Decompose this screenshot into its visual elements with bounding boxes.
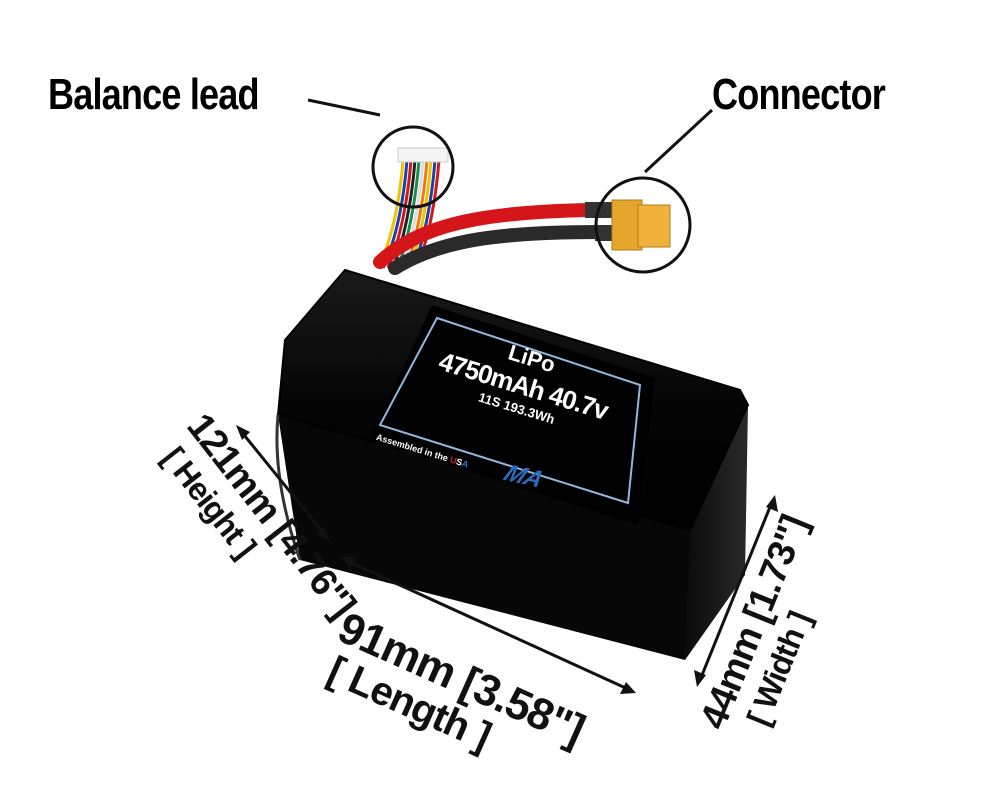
xt-connector: [611, 199, 671, 251]
balance-lead-callout: Balance lead: [48, 70, 260, 119]
height-arrow: [236, 425, 330, 541]
length-arrow: [340, 556, 636, 694]
connector-callout: Connector: [712, 70, 886, 119]
black-power-wire: [388, 225, 607, 275]
connector-leader-line: [643, 108, 714, 174]
balance-lead-leader-line: [307, 98, 381, 117]
label-border: [378, 316, 642, 505]
battery-front-face: [278, 415, 690, 660]
connector-circle: [594, 176, 692, 274]
balance-lead-circle: [371, 125, 455, 209]
balance-plug: [397, 147, 449, 163]
width-arrow: [694, 495, 778, 687]
red-power-wire: [373, 203, 597, 269]
label-panel: [370, 305, 655, 525]
